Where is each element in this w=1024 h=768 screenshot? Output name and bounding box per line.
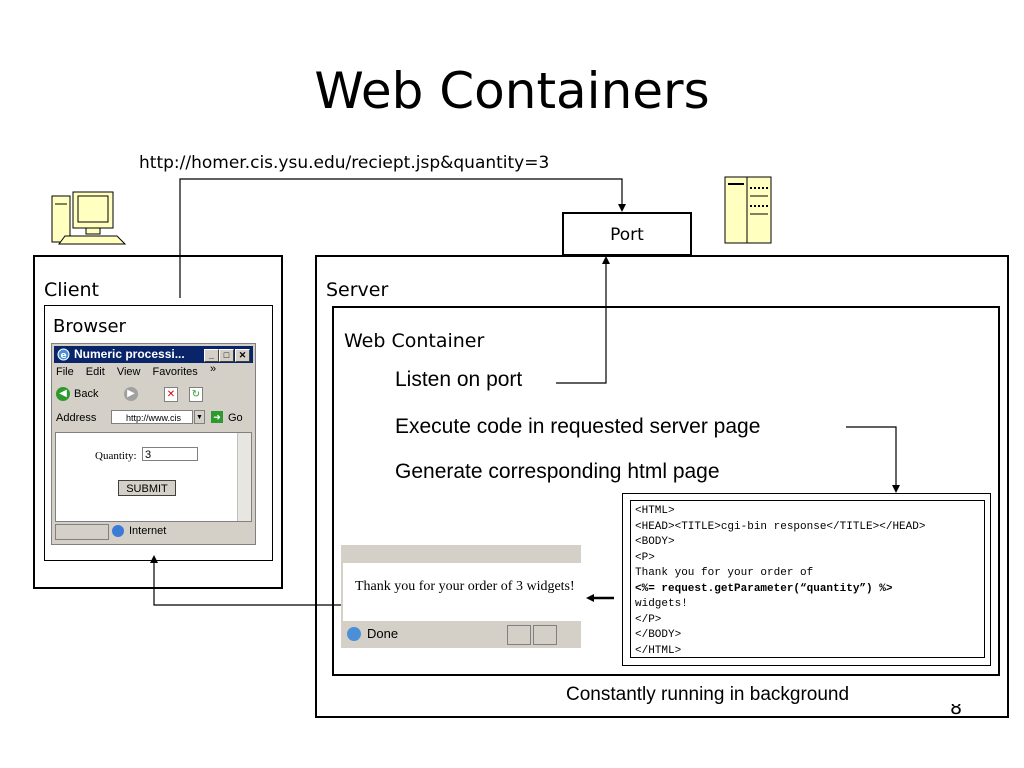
toolbar: ◀ Back ▶ ✕ ↻ [56, 385, 252, 405]
server-label: Server [326, 279, 389, 301]
address-input[interactable]: http://www.cis [111, 410, 193, 424]
close-icon[interactable]: ✕ [235, 349, 250, 362]
menu-edit[interactable]: Edit [85, 366, 105, 378]
browser-window: e Numeric processi... _ □ ✕ File Edit Vi… [51, 343, 256, 545]
response-content [343, 563, 581, 621]
refresh-icon[interactable]: ↻ [189, 387, 203, 402]
address-label: Address [56, 412, 97, 424]
response-message: Thank you for your order of 3 widgets! [355, 579, 575, 594]
minimize-icon[interactable]: _ [204, 349, 219, 362]
svg-text:e: e [61, 351, 67, 361]
step-generate: Generate corresponding html page [395, 460, 720, 483]
code-line: <BODY> [635, 536, 675, 548]
go-button[interactable]: Go [228, 412, 243, 424]
code-line: Thank you for your order of [635, 567, 814, 579]
globe-icon [112, 525, 124, 537]
step-execute: Execute code in requested server page [395, 415, 761, 438]
request-line [179, 178, 626, 298]
ie-page-icon [347, 627, 361, 641]
menu-favorites[interactable]: Favorites [152, 366, 198, 378]
go-icon[interactable]: ➜ [211, 411, 223, 423]
client-label: Client [44, 279, 100, 301]
window-title: Numeric processi... [74, 347, 185, 361]
status-zone: Internet [129, 525, 167, 537]
maximize-icon[interactable]: □ [219, 349, 234, 362]
port-label: Port [610, 225, 644, 245]
computer-icon [51, 191, 127, 245]
response-line [150, 555, 341, 606]
slide-title: Web Containers [314, 62, 710, 120]
code-line-scriptlet: <%= request.getParameter(“quantity”) %> [635, 582, 893, 595]
stop-icon[interactable]: ✕ [164, 387, 178, 402]
code-line: widgets! [635, 598, 688, 610]
page-content: Quantity: 3 SUBMIT [55, 432, 252, 522]
menu-bar: File Edit View Favorites » [56, 363, 216, 378]
step-listen: Listen on port [395, 368, 523, 391]
status-bar: Internet [55, 524, 252, 540]
web-container-label: Web Container [344, 330, 485, 352]
browser-label: Browser [53, 316, 126, 337]
submit-button[interactable]: SUBMIT [118, 480, 176, 496]
listen-line [556, 256, 610, 384]
dropdown-icon[interactable]: ▼ [194, 410, 205, 424]
execute-line [846, 426, 900, 493]
menu-file[interactable]: File [56, 366, 74, 378]
ie-icon: e [57, 348, 70, 361]
code-line: </BODY> [635, 629, 682, 641]
quantity-label: Quantity: [95, 450, 137, 462]
code-line: <P> [635, 551, 655, 564]
menu-view[interactable]: View [116, 366, 141, 378]
scrollbar[interactable] [237, 433, 251, 521]
code-listing: <HTML> <HEAD><TITLE>cgi-bin response</TIT… [630, 500, 985, 658]
response-window: Thank you for your order of 3 widgets! D… [341, 545, 581, 648]
code-line: </P> [635, 613, 662, 626]
code-box: <HTML> <HEAD><TITLE>cgi-bin response</TIT… [622, 493, 991, 666]
code-line: </HTML> [635, 644, 682, 657]
request-url: http://homer.cis.ysu.edu/reciept.jsp&qua… [139, 153, 550, 173]
page-number: 8 [950, 704, 963, 718]
quantity-input[interactable]: 3 [142, 447, 198, 461]
chevron-right-icon[interactable]: » [210, 363, 217, 375]
response-status: Done [367, 626, 399, 641]
code-line: <HEAD><TITLE>cgi-bin response</TITLE></H… [635, 520, 926, 533]
server-icon [724, 176, 772, 244]
forward-icon[interactable]: ▶ [124, 387, 138, 401]
code-line: <HTML> [635, 505, 675, 517]
back-icon[interactable]: ◀ [56, 387, 70, 401]
background-note: Constantly running in background [566, 684, 850, 705]
back-button[interactable]: Back [74, 388, 99, 400]
window-titlebar: e Numeric processi... _ □ ✕ [54, 346, 253, 363]
